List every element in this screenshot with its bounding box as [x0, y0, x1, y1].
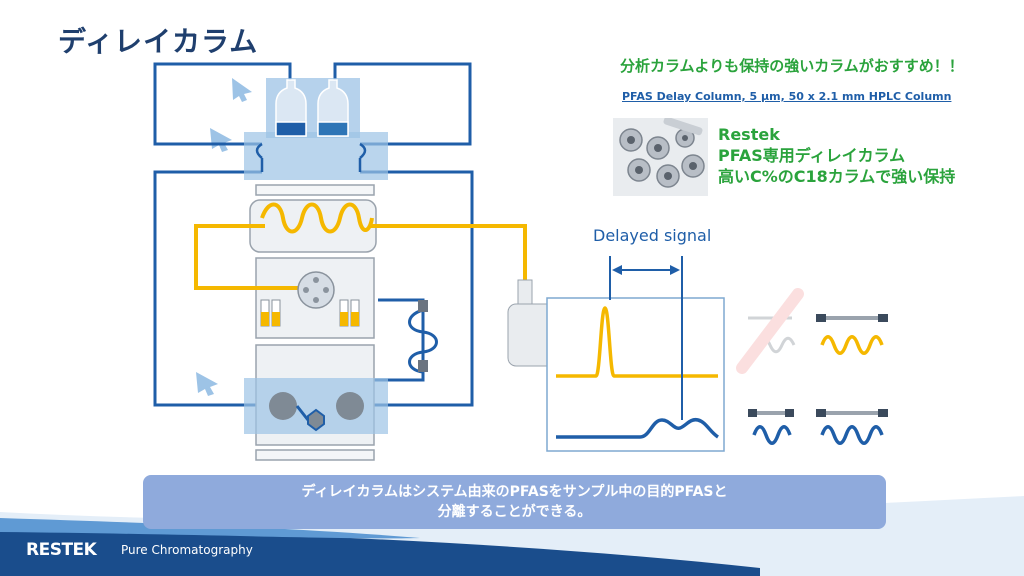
callout-line-1: ディレイカラムはシステム由来のPFASをサンプル中の目的PFASと [301, 484, 728, 500]
delayed-peak [556, 306, 718, 378]
no-delay-column-icon [736, 288, 804, 374]
product-line-1: PFAS専用ディレイカラム [718, 146, 906, 165]
sample-vial-icon [260, 299, 360, 327]
product-link[interactable]: PFAS Delay Column, 5 µm, 50 x 2.1 mm HPL… [622, 90, 952, 103]
sample-peak [556, 417, 720, 439]
product-line-2: 高いC%のC18カラムで強い保持 [718, 167, 956, 186]
delay-column-icon [816, 314, 888, 355]
analytical-column-icon [816, 409, 888, 445]
recommendation-text: 分析カラムよりも保持の強いカラムがおすすめ！！ [620, 57, 964, 75]
callout-line-2: 分離することができる。 [437, 504, 592, 520]
footer-tagline: Pure Chromatography [121, 543, 253, 557]
short-column-icon [748, 409, 794, 445]
brand-name: Restek [718, 125, 780, 144]
flow-arrow-icon [196, 78, 252, 396]
injection-valve-icon [297, 271, 335, 309]
solvent-bottle-icon [275, 79, 349, 137]
delayed-signal-label: Delayed signal [593, 226, 712, 245]
page-title: ディレイカラム [58, 25, 259, 58]
product-description: Restek PFAS専用ディレイカラム 高いC%のC18カラムで強い保持 [718, 124, 955, 187]
column-coil [260, 202, 374, 234]
restek-logo: RESTEK [26, 540, 97, 560]
hplc-system-diagram [153, 62, 888, 461]
column-photo [613, 118, 708, 196]
callout-box: ディレイカラムはシステム由来のPFASをサンプル中の目的PFASと 分離すること… [143, 475, 886, 529]
